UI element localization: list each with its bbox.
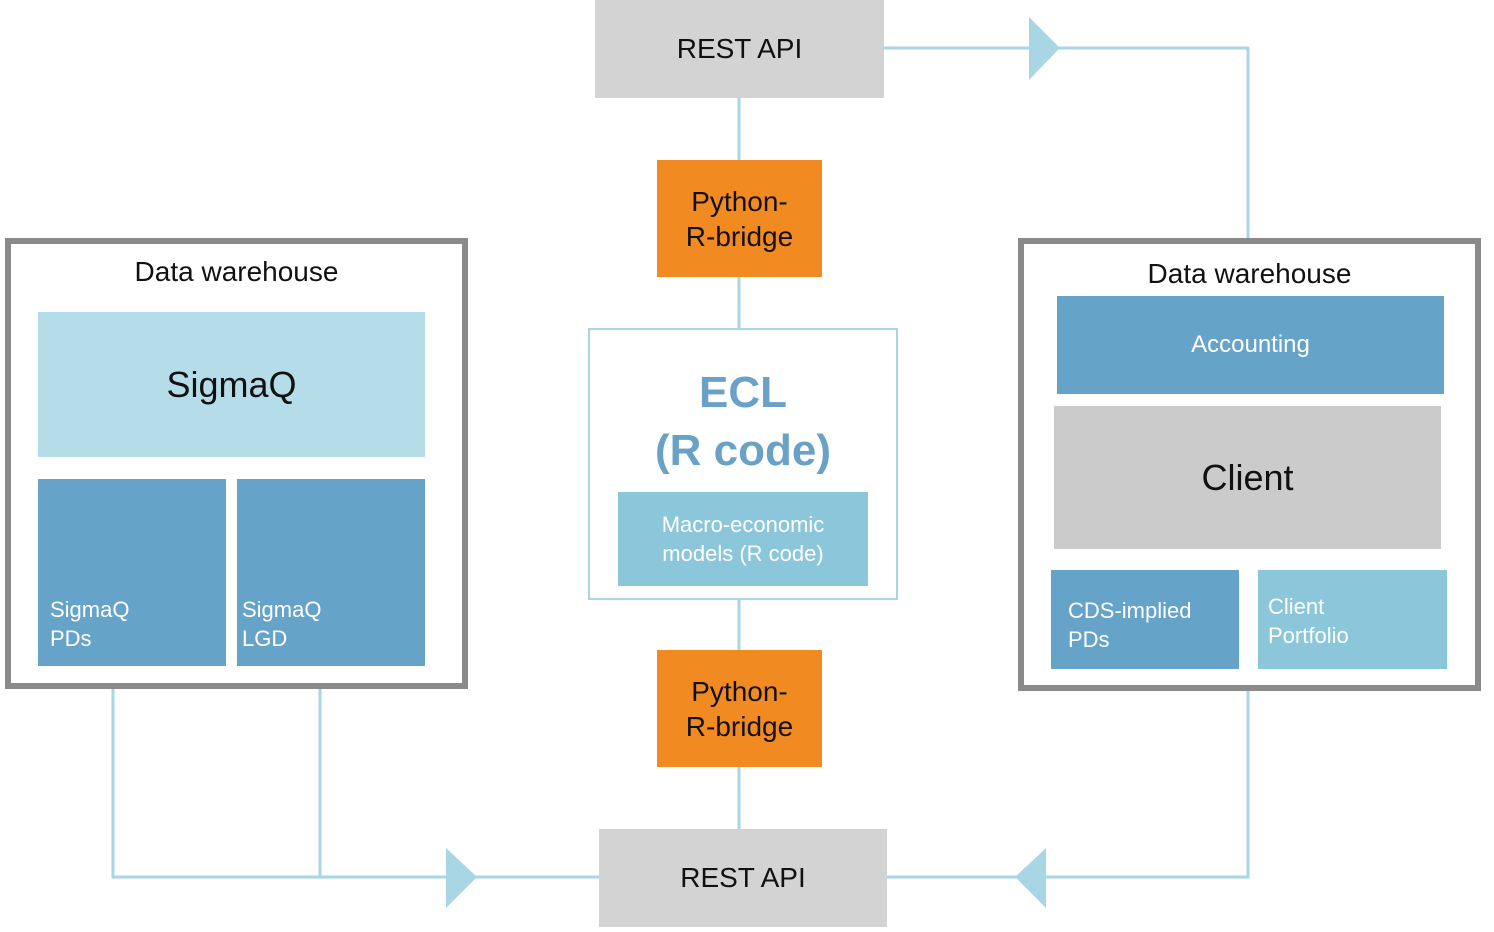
client-portfolio-box: Client Portfolio bbox=[1258, 570, 1447, 669]
bridge-top-line1: Python- bbox=[691, 185, 788, 217]
rest-api-top: REST API bbox=[595, 0, 884, 98]
sigmaq-lgd-label: SigmaQ LGD bbox=[242, 595, 321, 653]
bridge-bottom-line2: R-bridge bbox=[685, 710, 794, 742]
cds-line1: CDS-implied bbox=[1068, 598, 1192, 623]
sigmaq-pds-label: SigmaQ PDs bbox=[50, 595, 129, 653]
sigmaq-pds-line1: SigmaQ bbox=[50, 597, 130, 622]
arrow-right-icon bbox=[446, 848, 477, 908]
python-r-bridge-bottom: Python- R-bridge bbox=[657, 650, 822, 767]
python-r-bridge-top: Python- R-bridge bbox=[657, 160, 822, 277]
ecl-title: ECL (R code) bbox=[590, 364, 896, 480]
rest-api-bottom: REST API bbox=[599, 829, 887, 927]
rest-api-bottom-label: REST API bbox=[680, 862, 806, 893]
left-data-warehouse: Data warehouse SigmaQ SigmaQ PDs SigmaQ … bbox=[5, 238, 468, 689]
cds-implied-pds-label: CDS-implied PDs bbox=[1068, 596, 1191, 654]
ecl-title-line1: ECL bbox=[699, 368, 787, 417]
portfolio-line2: Portfolio bbox=[1268, 623, 1349, 648]
right-warehouse-title: Data warehouse bbox=[1147, 258, 1352, 289]
ecl-title-line2: (R code) bbox=[655, 426, 831, 475]
accounting-box: Accounting bbox=[1057, 296, 1444, 394]
portfolio-line1: Client bbox=[1268, 594, 1325, 619]
bridge-bottom-line1: Python- bbox=[691, 675, 788, 707]
right-data-warehouse: Data warehouse Accounting Client CDS-imp… bbox=[1018, 238, 1481, 691]
client-box: Client bbox=[1054, 406, 1441, 549]
sigmaq-pds-line2: PDs bbox=[50, 626, 92, 651]
sigmaq-lgd-box: SigmaQ LGD bbox=[237, 479, 425, 666]
connector-top-api-to-right-warehouse bbox=[884, 46, 1250, 240]
arrow-left-icon bbox=[1015, 848, 1046, 908]
accounting-label: Accounting bbox=[1191, 331, 1310, 358]
client-portfolio-label: Client Portfolio bbox=[1268, 592, 1349, 650]
bridge-top-line2: R-bridge bbox=[685, 220, 794, 252]
arrow-right-icon bbox=[1029, 17, 1060, 80]
macro-economic-models-box: Macro-economic models (R code) bbox=[618, 492, 868, 586]
sigmaq-pds-box: SigmaQ PDs bbox=[38, 479, 226, 666]
cds-line2: PDs bbox=[1068, 627, 1110, 652]
sigmaq-box: SigmaQ bbox=[38, 312, 425, 457]
cds-implied-pds-box: CDS-implied PDs bbox=[1051, 570, 1239, 669]
left-warehouse-title: Data warehouse bbox=[134, 256, 339, 287]
rest-api-top-label: REST API bbox=[676, 33, 803, 64]
macro-line2: models (R code) bbox=[662, 541, 824, 566]
connector-right-warehouse-to-bottom-api bbox=[886, 688, 1250, 879]
macro-line1: Macro-economic bbox=[661, 512, 825, 537]
sigmaq-label: SigmaQ bbox=[166, 363, 297, 405]
ecl-box: ECL (R code) Macro-economic models (R co… bbox=[588, 328, 898, 600]
sigmaq-lgd-line2: LGD bbox=[242, 626, 288, 651]
sigmaq-lgd-line1: SigmaQ bbox=[242, 597, 322, 622]
client-label: Client bbox=[1201, 456, 1294, 498]
connector-left-warehouse-pds bbox=[111, 688, 599, 879]
